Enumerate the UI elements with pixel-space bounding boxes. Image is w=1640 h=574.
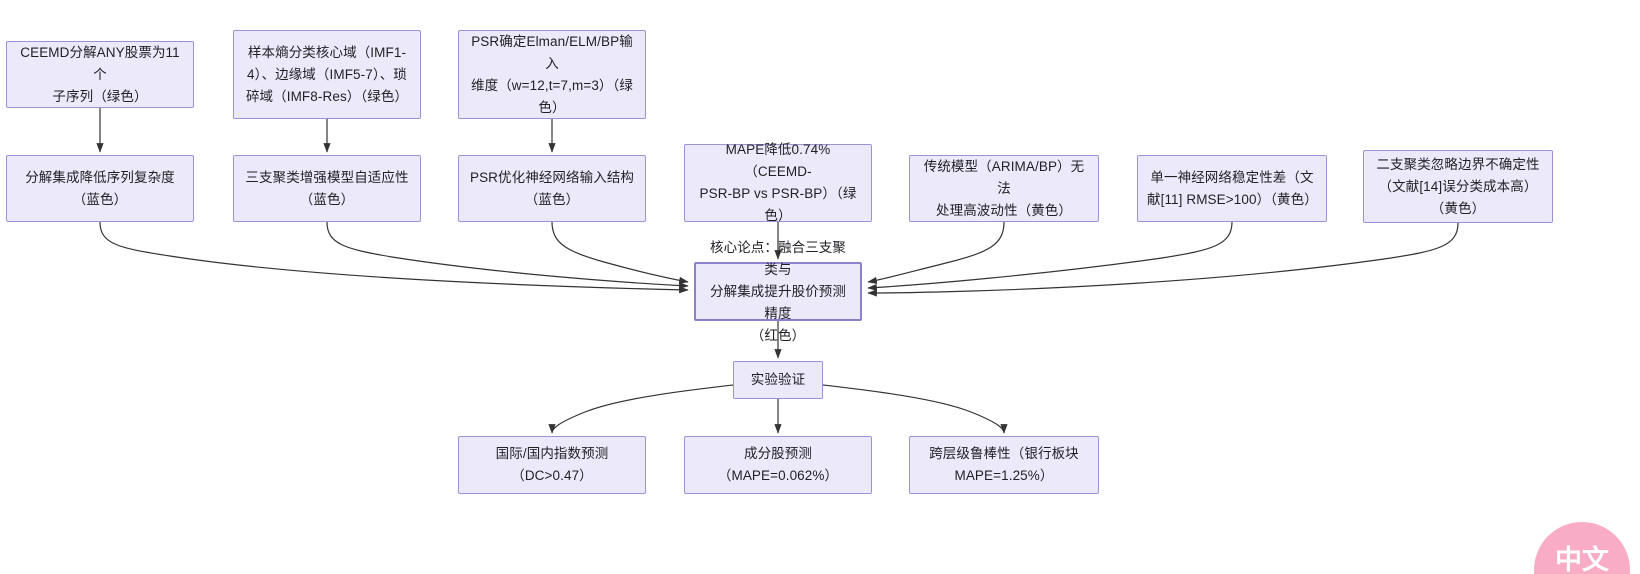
node-three-way-clustering-adaptivity[interactable]: 三支聚类增强模型自适应性 （蓝色） xyxy=(233,155,421,222)
edge-n9-n11 xyxy=(867,221,1233,292)
node-core-claim[interactable]: 核心论点：融合三支聚类与 分解集成提升股价预测精度 （红色） xyxy=(694,240,862,343)
node-sample-entropy-classification[interactable]: 样本熵分类核心域（IMF1- 4）、边缘域（IMF5-7）、琐 碎域（IMF8-… xyxy=(233,30,421,119)
edge-n4-n11 xyxy=(99,221,689,294)
edge-n10-n11 xyxy=(867,222,1459,297)
node-label: PSR优化神经网络输入结构 （蓝色） xyxy=(469,169,635,207)
node-label: 样本熵分类核心域（IMF1- 4）、边缘域（IMF5-7）、琐 碎域（IMF8-… xyxy=(245,44,409,104)
node-label: 跨层级鲁棒性（银行板块 MAPE=1.25%） xyxy=(929,446,1079,483)
node-traditional-model-limitation[interactable]: 传统模型（ARIMA/BP）无法 处理高波动性（黄色） xyxy=(909,155,1099,222)
node-result-constituent-stock-forecast[interactable]: 成分股预测 （MAPE=0.062%） xyxy=(684,436,872,494)
node-psr-input-dimension[interactable]: PSR确定Elman/ELM/BP输入 维度（w=12,t=7,m=3）（绿 色… xyxy=(458,30,646,119)
node-label: MAPE降低0.74%（CEEMD- PSR-BP vs PSR-BP）（绿 色… xyxy=(699,142,857,223)
node-label: 成分股预测 （MAPE=0.062%） xyxy=(717,446,839,483)
node-label: PSR确定Elman/ELM/BP输入 维度（w=12,t=7,m=3）（绿 色… xyxy=(471,33,633,115)
node-psr-optimizes-input-structure[interactable]: PSR优化神经网络输入结构 （蓝色） xyxy=(458,155,646,222)
edge-n5-n11 xyxy=(326,221,689,290)
watermark-badge: 中文 CAI xyxy=(1534,522,1630,574)
node-label: 二支聚类忽略边界不确定性 （文献[14]误分类成本高） （黄色） xyxy=(1376,156,1540,216)
edge-n12-n13 xyxy=(548,384,734,434)
node-decomposition-reduces-complexity[interactable]: 分解集成降低序列复杂度 （蓝色） xyxy=(6,155,194,222)
node-single-nn-instability[interactable]: 单一神经网络稳定性差（文 献[11] RMSE>100）（黄色） xyxy=(1137,155,1327,222)
node-label: CEEMD分解ANY股票为11个 子序列（绿色） xyxy=(20,44,180,104)
node-result-cross-level-robustness[interactable]: 跨层级鲁棒性（银行板块 MAPE=1.25%） xyxy=(909,436,1099,494)
node-label: 实验验证 xyxy=(750,372,806,387)
edge-n6-n11 xyxy=(551,221,689,284)
node-two-way-clustering-limitation[interactable]: 二支聚类忽略边界不确定性 （文献[14]误分类成本高） （黄色） xyxy=(1363,150,1553,223)
node-mape-improvement-evidence[interactable]: MAPE降低0.74%（CEEMD- PSR-BP vs PSR-BP）（绿 色… xyxy=(684,142,872,223)
node-ceemd-decomposition[interactable]: CEEMD分解ANY股票为11个 子序列（绿色） xyxy=(6,41,194,108)
node-label: 三支聚类增强模型自适应性 （蓝色） xyxy=(245,169,409,207)
node-label: 核心论点：融合三支聚类与 分解集成提升股价预测精度 （红色） xyxy=(710,239,846,343)
watermark-line1: 中文 xyxy=(1555,544,1609,574)
node-label: 分解集成降低序列复杂度 （蓝色） xyxy=(25,169,175,207)
node-result-index-forecast[interactable]: 国际/国内指数预测 （DC>0.47） xyxy=(458,436,646,494)
node-experimental-validation[interactable]: 实验验证 xyxy=(733,361,823,399)
edge-n8-n11 xyxy=(867,221,1005,285)
node-label: 国际/国内指数预测 （DC>0.47） xyxy=(495,446,609,483)
edge-n12-n15 xyxy=(822,384,1008,434)
node-label: 传统模型（ARIMA/BP）无法 处理高波动性（黄色） xyxy=(923,158,1085,218)
node-label: 单一神经网络稳定性差（文 献[11] RMSE>100）（黄色） xyxy=(1147,169,1318,207)
